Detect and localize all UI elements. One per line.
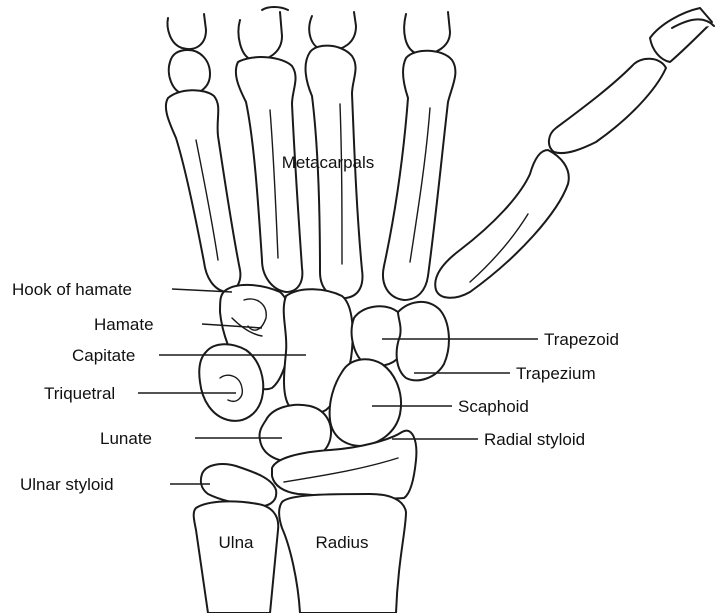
label-ulnar-styloid: Ulnar styloid bbox=[20, 475, 114, 494]
label-scaphoid: Scaphoid bbox=[458, 397, 529, 416]
radius-shaft bbox=[279, 494, 406, 613]
label-radius: Radius bbox=[316, 533, 369, 552]
thumb-bones bbox=[435, 8, 714, 298]
trapezium-bone bbox=[397, 302, 449, 380]
label-hamate: Hamate bbox=[94, 315, 154, 334]
label-triquetral: Triquetral bbox=[44, 384, 115, 403]
label-hook-of-hamate: Hook of hamate bbox=[12, 280, 132, 299]
label-trapezium: Trapezium bbox=[516, 364, 596, 383]
ulna-head bbox=[201, 464, 276, 506]
label-ulna: Ulna bbox=[219, 533, 255, 552]
label-radial-styloid: Radial styloid bbox=[484, 430, 585, 449]
label-trapezoid: Trapezoid bbox=[544, 330, 619, 349]
label-lunate: Lunate bbox=[100, 429, 152, 448]
label-capitate: Capitate bbox=[72, 346, 135, 365]
metacarpal-bones bbox=[166, 46, 456, 300]
ulna-shaft bbox=[194, 501, 279, 613]
forearm-bones bbox=[194, 431, 417, 613]
label-metacarpals: Metacarpals bbox=[282, 153, 375, 172]
